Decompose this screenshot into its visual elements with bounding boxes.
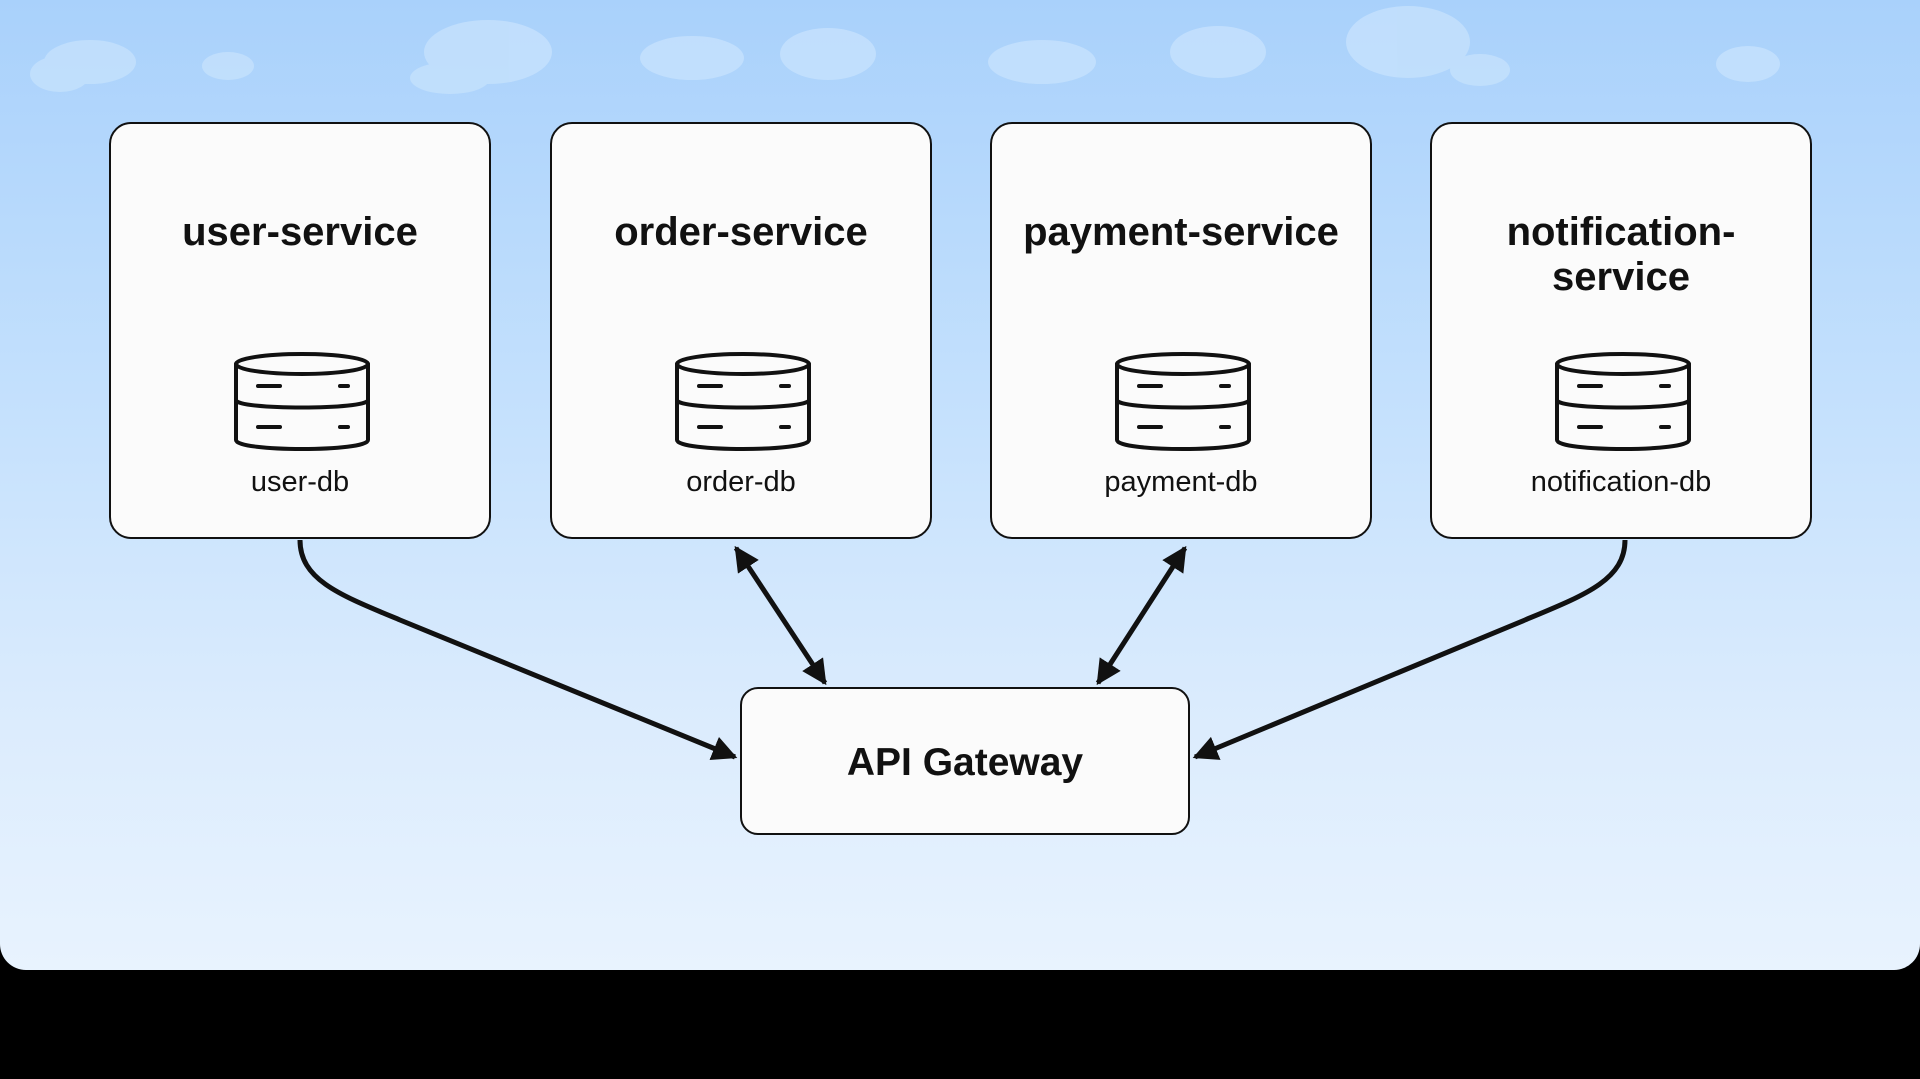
api-gateway-box: API Gateway [740,687,1190,835]
service-title: user-service [182,210,418,254]
service-box-user: user-service user-db [109,122,491,539]
database-icon [234,352,370,451]
arrow-order-gateway [733,545,828,686]
db-label: order-db [686,466,796,498]
diagram-canvas: user-service user-db order-service [0,0,1920,970]
database-icon [675,352,811,451]
api-gateway-label: API Gateway [846,741,1084,784]
db-label: user-db [250,466,350,498]
service-box-notification: notification-service notification-db [1430,122,1812,539]
db-label: payment-db [1104,466,1258,498]
service-title: payment-service [1023,210,1339,254]
db-label: notification-db [1530,466,1712,498]
database-icon [1115,352,1251,451]
service-box-payment: payment-service payment-db [990,122,1372,539]
cloud-decoration [30,6,1780,94]
service-title: notification-service [1506,210,1736,299]
arrow-user-to-gateway [297,539,738,761]
service-box-order: order-service order-db [550,122,932,539]
service-title: order-service [614,210,868,254]
database-icon [1555,352,1691,451]
connection-arrows [297,539,1628,761]
arrow-notification-to-gateway [1192,539,1628,760]
arrow-payment-gateway [1095,545,1188,686]
